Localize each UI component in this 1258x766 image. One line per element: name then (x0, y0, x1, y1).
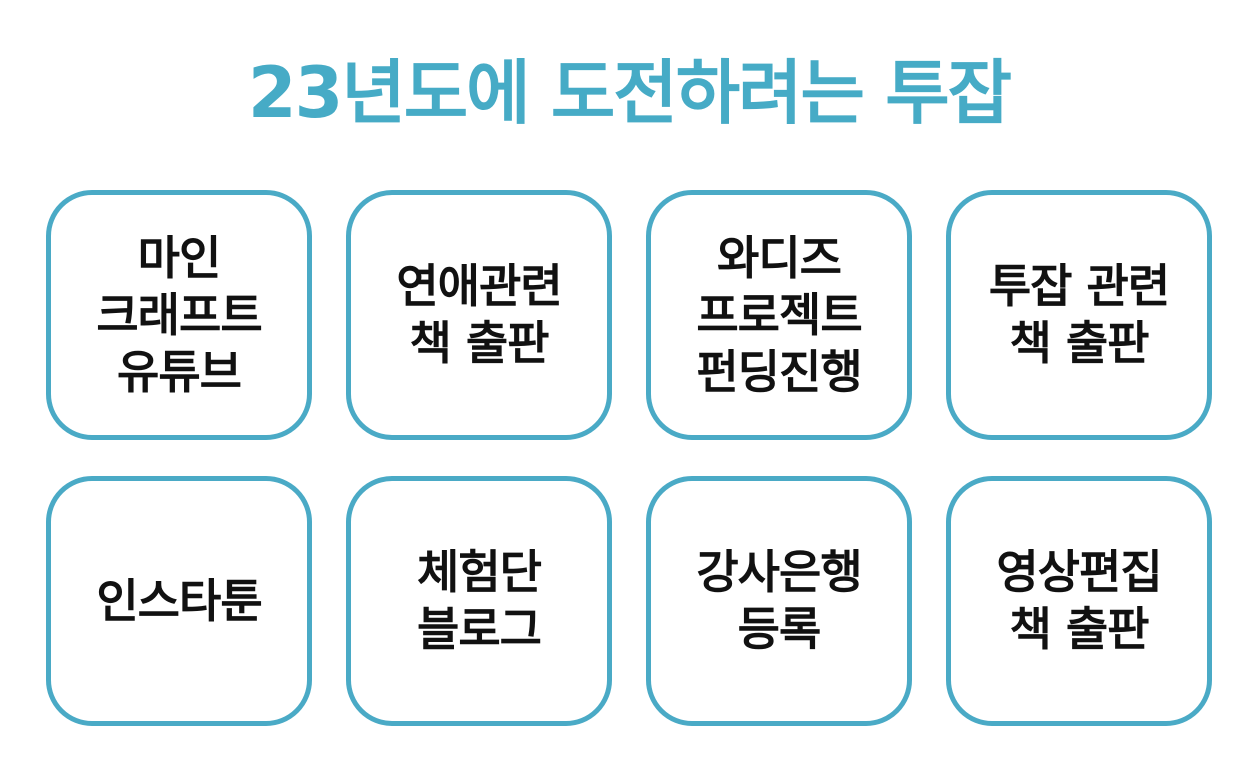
side-job-card-minecraft-youtube: 마인 크래프트 유튜브 (46, 190, 312, 440)
card-label: 인스타툰 (96, 573, 262, 628)
card-label: 와디즈 프로젝트 펀딩진행 (696, 230, 862, 399)
card-label: 마인 크래프트 유튜브 (96, 230, 262, 399)
side-job-card-wadiz-funding: 와디즈 프로젝트 펀딩진행 (646, 190, 912, 440)
side-job-card-instructor-bank: 강사은행 등록 (646, 476, 912, 726)
card-label: 체험단 블로그 (417, 545, 542, 656)
page-title: 23년도에 도전하려는 투잡 (247, 52, 1012, 134)
side-job-card-side-job-book: 투잡 관련 책 출판 (946, 190, 1212, 440)
card-label: 투잡 관련 책 출판 (988, 259, 1170, 370)
card-label: 영상편집 책 출판 (996, 545, 1162, 656)
card-label: 연애관련 책 출판 (396, 259, 562, 370)
side-job-card-review-blog: 체험단 블로그 (346, 476, 612, 726)
side-job-card-video-editing-book: 영상편집 책 출판 (946, 476, 1212, 726)
side-job-card-dating-book: 연애관련 책 출판 (346, 190, 612, 440)
side-job-card-instatoon: 인스타툰 (46, 476, 312, 726)
card-label: 강사은행 등록 (696, 545, 862, 656)
